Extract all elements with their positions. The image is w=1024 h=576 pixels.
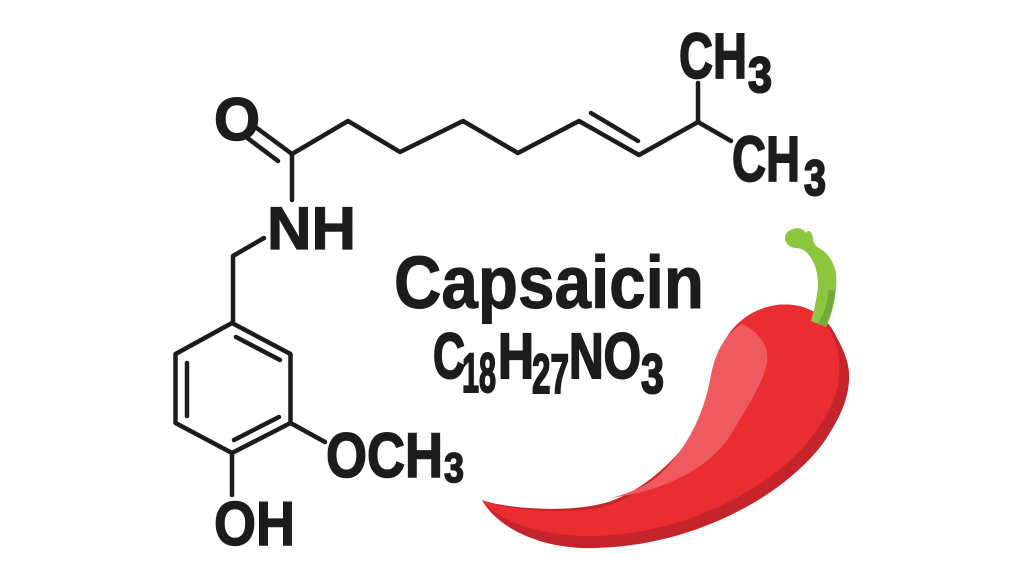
svg-text:27: 27 xyxy=(532,342,569,405)
svg-text:C: C xyxy=(433,320,465,392)
svg-text:O: O xyxy=(214,86,260,153)
svg-text:3: 3 xyxy=(641,342,664,405)
svg-text:OCH: OCH xyxy=(326,421,443,491)
svg-text:OH: OH xyxy=(214,490,295,559)
svg-text:Capsaicin: Capsaicin xyxy=(394,241,704,324)
svg-text:3: 3 xyxy=(804,150,826,206)
svg-text:NH: NH xyxy=(267,195,356,262)
svg-text:3: 3 xyxy=(748,47,772,103)
svg-text:NO: NO xyxy=(569,320,641,392)
svg-text:18: 18 xyxy=(462,341,496,404)
svg-text:CH: CH xyxy=(679,20,747,92)
svg-text:H: H xyxy=(498,320,534,392)
svg-text:3: 3 xyxy=(444,444,464,491)
svg-text:CH: CH xyxy=(732,123,800,195)
